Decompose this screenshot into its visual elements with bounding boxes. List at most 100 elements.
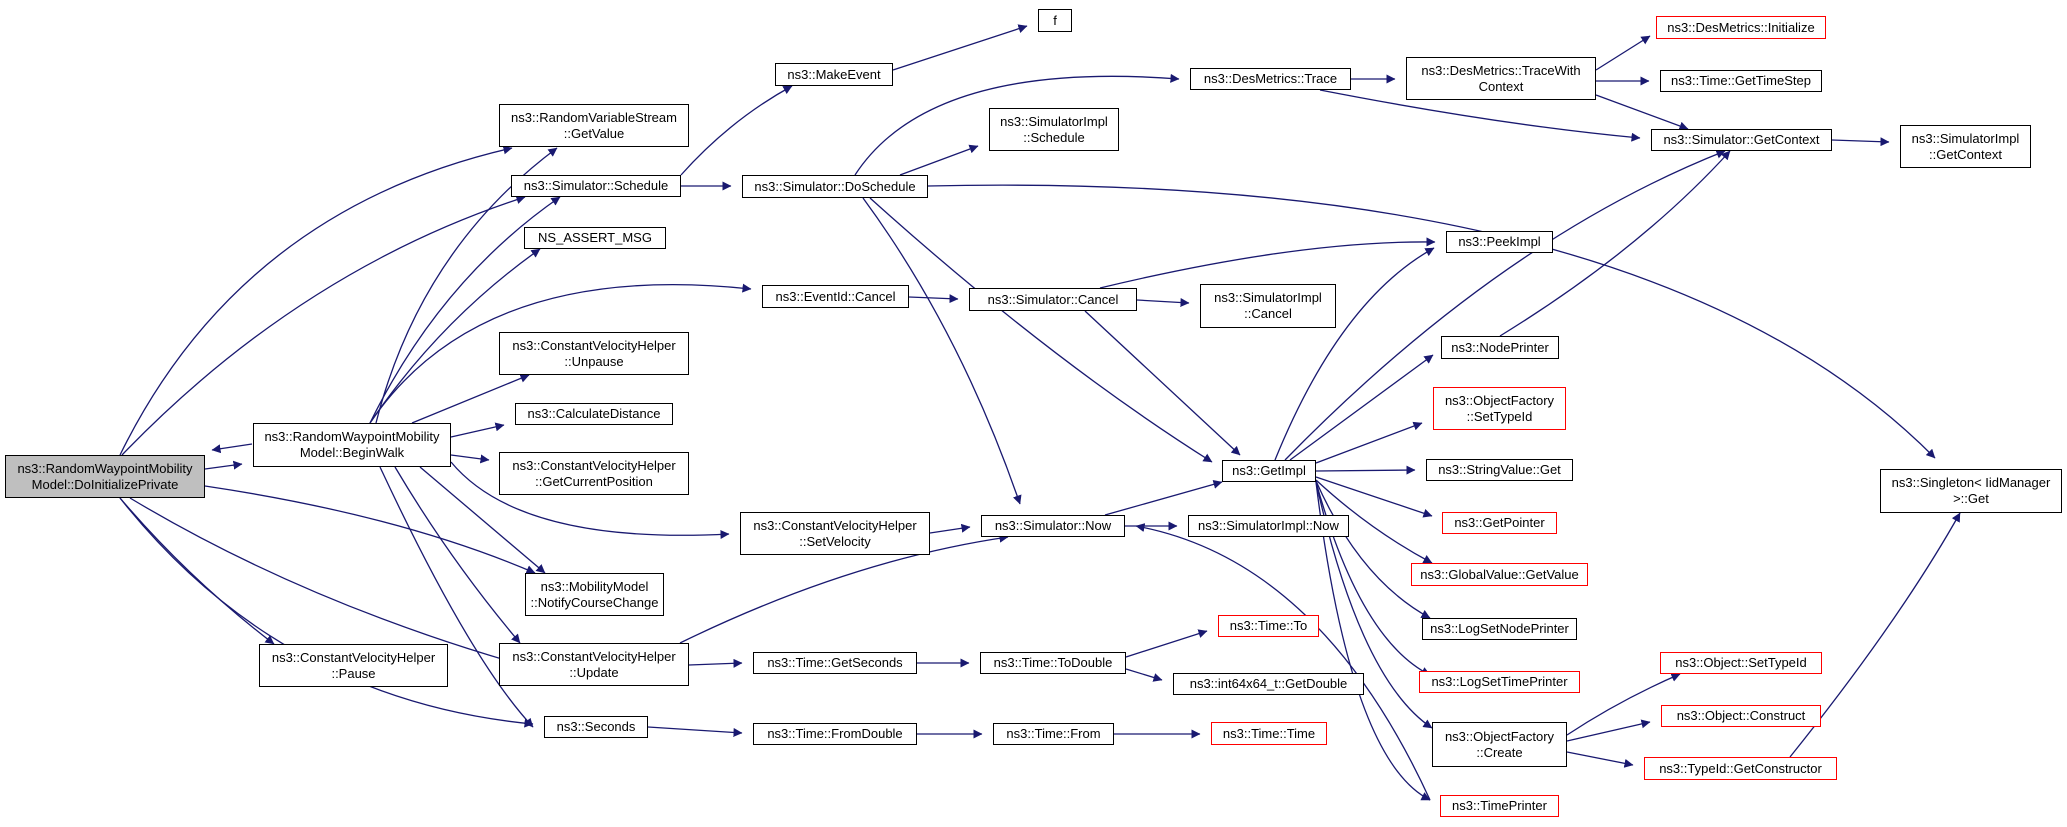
edge-desm_tracectx-to-sim_getcontext: [1595, 94, 1689, 131]
node-cvh-unpause[interactable]: ns3::ConstantVelocityHelper ::Unpause: [499, 332, 689, 375]
node-time-getseconds[interactable]: ns3::Time::GetSeconds: [753, 652, 917, 674]
edge-doschedule-to-simimpl_schedule: [899, 144, 979, 176]
node-stringvalue-get[interactable]: ns3::StringValue::Get: [1426, 459, 1573, 481]
edge-beginwalk-to-cvh_update: [394, 466, 521, 644]
edge-root-to-seconds: [119, 497, 534, 728]
node-time-to[interactable]: ns3::Time::To: [1218, 615, 1319, 637]
edge-of_create-to-obj_settypeid: [1566, 673, 1681, 736]
node-makeevent[interactable]: ns3::MakeEvent: [775, 63, 893, 86]
edge-sim_cancel-to-getimpl: [1084, 310, 1241, 456]
node-f[interactable]: f: [1038, 9, 1072, 32]
edge-getimpl-to-peekimpl: [1274, 247, 1435, 461]
edge-of_create-to-obj_construct: [1566, 719, 1651, 742]
edge-sim_cancel-to-simimpl_cancel: [1136, 298, 1190, 308]
node-getpointer[interactable]: ns3::GetPointer: [1442, 512, 1557, 534]
edge-beginwalk-to-eventid_cancel: [369, 283, 752, 424]
edge-getimpl-to-nodeprinter: [1289, 354, 1434, 461]
node-time-time[interactable]: ns3::Time::Time: [1211, 722, 1327, 745]
node-singleton-get[interactable]: ns3::Singleton< IidManager >::Get: [1880, 469, 2062, 513]
edge-beginwalk-to-cvh_setvel: [450, 461, 730, 539]
edge-beginwalk-to-seconds: [379, 466, 534, 728]
edge-sim_now-to-getimpl: [1104, 479, 1223, 516]
node-cvh-getpos[interactable]: ns3::ConstantVelocityHelper ::GetCurrent…: [499, 452, 689, 495]
node-simimpl-getcontext[interactable]: ns3::SimulatorImpl ::GetContext: [1900, 125, 2031, 168]
node-time-from[interactable]: ns3::Time::From: [993, 723, 1114, 745]
node-sim-schedule[interactable]: ns3::Simulator::Schedule: [511, 175, 681, 197]
edge-seconds-to-time_fromdouble: [647, 726, 743, 737]
node-desm-tracectx[interactable]: ns3::DesMetrics::TraceWith Context: [1406, 57, 1596, 100]
edge-beginwalk-to-calcdist: [450, 422, 505, 438]
node-timeprinter[interactable]: ns3::TimePrinter: [1440, 795, 1559, 817]
edge-of_create-to-typeid_getctor: [1566, 751, 1634, 768]
node-simimpl-cancel[interactable]: ns3::SimulatorImpl ::Cancel: [1200, 284, 1336, 328]
node-int64x64[interactable]: ns3::int64x64_t::GetDouble: [1173, 673, 1364, 695]
node-desm-init[interactable]: ns3::DesMetrics::Initialize: [1656, 16, 1826, 39]
edge-root-to-sim_schedule: [121, 195, 526, 456]
node-nodeprinter[interactable]: ns3::NodePrinter: [1441, 336, 1559, 359]
node-sim-now[interactable]: ns3::Simulator::Now: [981, 515, 1125, 537]
node-calcdist[interactable]: ns3::CalculateDistance: [515, 403, 673, 425]
node-globalvalue-get[interactable]: ns3::GlobalValue::GetValue: [1411, 563, 1588, 586]
node-sim-getcontext[interactable]: ns3::Simulator::GetContext: [1651, 129, 1832, 151]
edge-getimpl-to-stringvalue_get: [1315, 465, 1416, 475]
edge-beginwalk-to-root: [211, 443, 253, 454]
edge-cvh_update-to-sim_now: [679, 533, 1009, 644]
edge-beginwalk-to-mm_notify: [419, 466, 546, 574]
node-typeid-getctor[interactable]: ns3::TypeId::GetConstructor: [1644, 757, 1837, 780]
node-seconds[interactable]: ns3::Seconds: [544, 716, 648, 738]
node-logsetnode[interactable]: ns3::LogSetNodePrinter: [1422, 618, 1577, 640]
node-simimpl-now[interactable]: ns3::SimulatorImpl::Now: [1188, 515, 1349, 537]
node-root[interactable]: ns3::RandomWaypointMobility Model::DoIni…: [5, 455, 205, 498]
node-time-todouble[interactable]: ns3::Time::ToDouble: [980, 652, 1126, 674]
edge-nodeprinter-to-sim_getcontext: [1499, 150, 1731, 337]
node-time-gettimestep[interactable]: ns3::Time::GetTimeStep: [1660, 70, 1822, 92]
edge-getimpl-to-getpointer: [1315, 476, 1433, 518]
node-mm-notify[interactable]: ns3::MobilityModel ::NotifyCourseChange: [525, 573, 664, 616]
node-peekimpl[interactable]: ns3::PeekImpl: [1446, 231, 1553, 253]
edge-doschedule-to-singleton_get: [927, 184, 1936, 459]
edge-doschedule-to-desm_trace: [854, 73, 1180, 176]
edge-time_todouble-to-int64x64: [1125, 668, 1163, 682]
node-sim-cancel[interactable]: ns3::Simulator::Cancel: [969, 288, 1137, 311]
edge-beginwalk-to-cvh_unpause: [411, 374, 530, 424]
edge-getimpl-to-sim_getcontext: [1284, 149, 1726, 461]
edge-root-to-cvh_update: [129, 497, 513, 664]
edge-sim_getcontext-to-simimpl_getcontext: [1831, 137, 1890, 147]
node-logsettime[interactable]: ns3::LogSetTimePrinter: [1419, 671, 1580, 693]
node-cvh-setvel[interactable]: ns3::ConstantVelocityHelper ::SetVelocit…: [740, 512, 930, 555]
node-obj-settypeid[interactable]: ns3::Object::SetTypeId: [1660, 652, 1822, 674]
edge-getimpl-to-timeprinter: [1315, 481, 1431, 801]
node-beginwalk[interactable]: ns3::RandomWaypointMobility Model::Begin…: [253, 423, 451, 467]
node-getimpl[interactable]: ns3::GetImpl: [1222, 460, 1316, 482]
edge-sim_cancel-to-peekimpl: [1099, 237, 1436, 289]
node-simimpl-schedule[interactable]: ns3::SimulatorImpl ::Schedule: [989, 108, 1119, 151]
edge-sim_schedule-to-makeevent: [680, 85, 793, 176]
node-obj-construct[interactable]: ns3::Object::Construct: [1661, 705, 1821, 727]
edge-cvh_setvel-to-sim_now: [929, 523, 971, 534]
edge-timeprinter-to-sim_now: [1135, 523, 1431, 801]
edge-beginwalk-to-sim_schedule: [369, 196, 561, 424]
node-rvs-getvalue[interactable]: ns3::RandomVariableStream ::GetValue: [499, 104, 689, 147]
edge-beginwalk-to-ns_assert: [369, 248, 541, 424]
edge-getimpl-to-globalvalue_get: [1315, 479, 1433, 564]
edge-getimpl-to-of_settypeid: [1315, 421, 1423, 464]
node-eventid-cancel[interactable]: ns3::EventId::Cancel: [762, 285, 909, 308]
node-of-create[interactable]: ns3::ObjectFactory ::Create: [1432, 722, 1567, 767]
node-cvh-update[interactable]: ns3::ConstantVelocityHelper ::Update: [499, 643, 689, 686]
edge-makeevent-to-f: [892, 24, 1028, 71]
edge-time_todouble-to-time_to: [1125, 629, 1208, 658]
node-time-fromdouble[interactable]: ns3::Time::FromDouble: [753, 723, 917, 745]
node-of-settypeid[interactable]: ns3::ObjectFactory ::SetTypeId: [1433, 387, 1566, 430]
edge-eventid_cancel-to-sim_cancel: [908, 294, 959, 304]
node-cvh-pause[interactable]: ns3::ConstantVelocityHelper ::Pause: [259, 644, 448, 687]
node-ns-assert[interactable]: NS_ASSERT_MSG: [524, 227, 666, 249]
edge-doschedule-to-getimpl: [869, 197, 1213, 463]
edge-cvh_update-to-time_getseconds: [688, 658, 743, 668]
node-doschedule[interactable]: ns3::Simulator::DoSchedule: [742, 175, 928, 198]
edge-root-to-cvh_pause: [119, 497, 275, 645]
node-desm-trace[interactable]: ns3::DesMetrics::Trace: [1190, 68, 1351, 90]
edge-root-to-beginwalk: [204, 460, 243, 470]
edge-beginwalk-to-cvh_getpos: [450, 454, 490, 464]
